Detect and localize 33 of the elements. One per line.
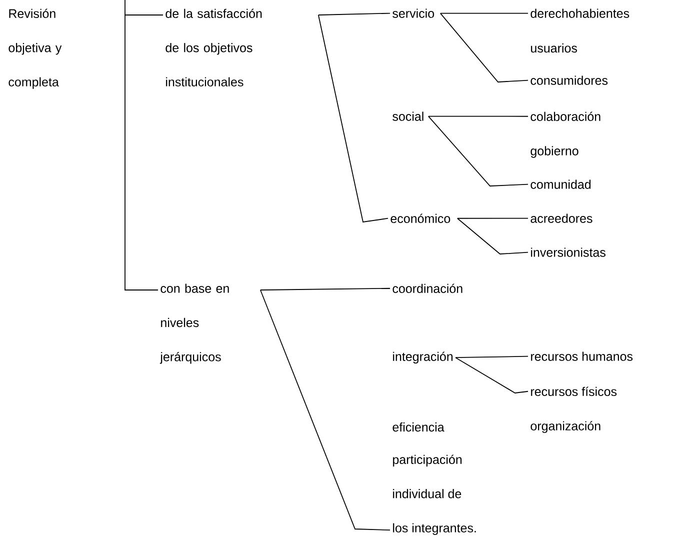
tree-text: inversionistas <box>531 248 606 257</box>
tree-text: de la satisfacción de los objetivos institucionales <box>166 8 262 86</box>
tree-text: gobierno <box>530 146 578 158</box>
tree-text: recursos físicos <box>531 386 617 396</box>
tree-text: usuarios <box>531 43 577 53</box>
tree-text: social <box>392 112 424 121</box>
tree-text: derechohabientes <box>530 8 630 18</box>
bracket-line <box>440 12 528 82</box>
tree-text: eficiencia <box>392 422 444 432</box>
tree-text: económico <box>390 214 450 224</box>
tree-text: con base en niveles jerárquicos <box>160 284 229 364</box>
tree-text: integración <box>393 352 453 364</box>
bracket-line <box>440 12 528 14</box>
bracket-line <box>260 288 390 290</box>
bracket-line <box>455 356 528 358</box>
bracket-line <box>428 116 528 117</box>
bracket-line <box>456 218 528 254</box>
tree-text: acreedores <box>530 214 592 223</box>
tree-text: consumidores <box>530 76 608 85</box>
bracket-line <box>318 14 388 222</box>
tree-text: coordinación <box>392 284 462 294</box>
tree-text: organización <box>530 421 600 433</box>
tree-text: recursos humanos <box>531 352 633 361</box>
tree-text: Revisión objetiva y completa <box>8 8 62 89</box>
bracket-line <box>456 218 528 219</box>
tree-text: participación individual de los integrantes. <box>393 454 476 535</box>
tree-text: colaboración <box>530 112 600 122</box>
tree-text: servicio <box>392 8 434 18</box>
tree-text: comunidad <box>530 180 591 189</box>
bracket-line <box>428 116 528 186</box>
bracket-line <box>318 12 390 16</box>
bracket-line <box>260 290 390 531</box>
bracket-line <box>455 357 528 394</box>
